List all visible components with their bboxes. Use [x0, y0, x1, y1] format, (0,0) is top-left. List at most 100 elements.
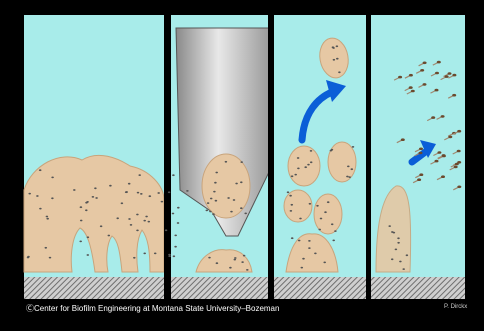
bacterium [174, 235, 177, 237]
bacterium [334, 230, 337, 232]
bacterium [143, 220, 146, 222]
bacterium [177, 207, 180, 209]
bacterium [291, 175, 294, 177]
bacterium [246, 269, 249, 271]
bacterium [161, 201, 164, 203]
bacterium [138, 174, 141, 176]
bacterium [310, 150, 313, 152]
bacterium [307, 164, 310, 166]
bacterium [406, 254, 409, 256]
clump-c [284, 190, 312, 222]
bacterium [331, 149, 334, 151]
bacterium [95, 197, 98, 199]
swimming-bacterium [411, 90, 415, 93]
bacterium [45, 247, 48, 249]
swimming-bacterium [423, 83, 427, 86]
swimming-bacterium [441, 175, 445, 178]
bacterium [297, 157, 300, 159]
bacterium [157, 192, 160, 194]
bacterium [172, 174, 175, 176]
bacterium [130, 224, 133, 226]
bacterium [145, 216, 148, 218]
bacterium [240, 161, 243, 163]
bacterium [244, 213, 247, 215]
bacterium [348, 176, 351, 178]
bacterium [125, 191, 128, 193]
bacterium [323, 262, 326, 264]
bacterium [402, 268, 405, 270]
swimming-bacterium [441, 115, 445, 118]
bacterium [291, 204, 294, 206]
bacterium [136, 230, 139, 232]
bacterium [240, 207, 243, 209]
swimming-bacterium [437, 61, 441, 64]
bacterium [388, 225, 391, 227]
bacterium [215, 172, 218, 174]
bacterium [39, 169, 42, 171]
bacterium [210, 198, 213, 200]
bacterium [230, 211, 233, 213]
bacterium [208, 257, 211, 259]
bacterium [324, 211, 327, 213]
bacterium [397, 237, 400, 239]
bacterium [128, 218, 131, 220]
bacterium [148, 221, 151, 223]
bacterium [215, 200, 218, 202]
bacterium [304, 166, 307, 168]
bacterium [51, 177, 54, 179]
bacterium [229, 267, 232, 269]
bacterium [297, 168, 300, 170]
bacterium [316, 205, 319, 207]
bacterium [291, 237, 294, 239]
bacterium [308, 240, 311, 242]
substrate-4 [371, 277, 465, 299]
bacterium [100, 225, 103, 227]
bacterium [143, 253, 146, 255]
swimming-bacterium [419, 148, 423, 151]
bacterium [149, 195, 152, 197]
swimming-bacterium [431, 116, 435, 119]
bacterium [298, 240, 301, 242]
swimming-bacterium [455, 163, 459, 166]
bacterium [347, 166, 350, 168]
swimming-bacterium [398, 76, 402, 79]
bacterium [165, 229, 168, 231]
swimming-bacterium [435, 160, 439, 163]
swimming-bacterium [409, 86, 413, 89]
bacterium [80, 220, 83, 222]
divider-3 [366, 15, 371, 299]
bacterium [294, 174, 297, 176]
bacterium [320, 218, 323, 220]
bacterium [28, 193, 31, 195]
bacterium [336, 45, 339, 47]
bacterium [73, 189, 76, 191]
clump-b [328, 142, 356, 182]
swimming-bacterium [437, 151, 441, 154]
bacterium [87, 254, 90, 256]
bacterium [397, 242, 400, 244]
bacterium [318, 229, 321, 231]
credit-text: ⒸCenter for Biofilm Engineering at Monta… [26, 303, 279, 314]
bacterium [391, 258, 394, 260]
bacterium [85, 209, 88, 211]
bacterium [49, 257, 52, 259]
bacterium [287, 191, 290, 193]
bacterium [94, 187, 97, 189]
bacterium [51, 197, 54, 199]
bacterium [395, 249, 398, 251]
panel-dispersal [371, 15, 465, 299]
bacterium [154, 253, 157, 255]
bacterium [168, 255, 171, 257]
bacterium [79, 241, 82, 243]
swimming-bacterium [448, 136, 452, 139]
swimming-bacterium [419, 152, 423, 155]
author-credit: P. Dirckx [444, 304, 467, 310]
bacterium [92, 196, 95, 198]
bacterium [121, 202, 124, 204]
swimming-bacterium [454, 166, 458, 169]
bacterium [39, 208, 42, 210]
clump-a [288, 146, 320, 186]
bacterium [136, 214, 139, 216]
swimming-bacterium [435, 72, 439, 75]
swimming-bacterium [442, 154, 446, 157]
